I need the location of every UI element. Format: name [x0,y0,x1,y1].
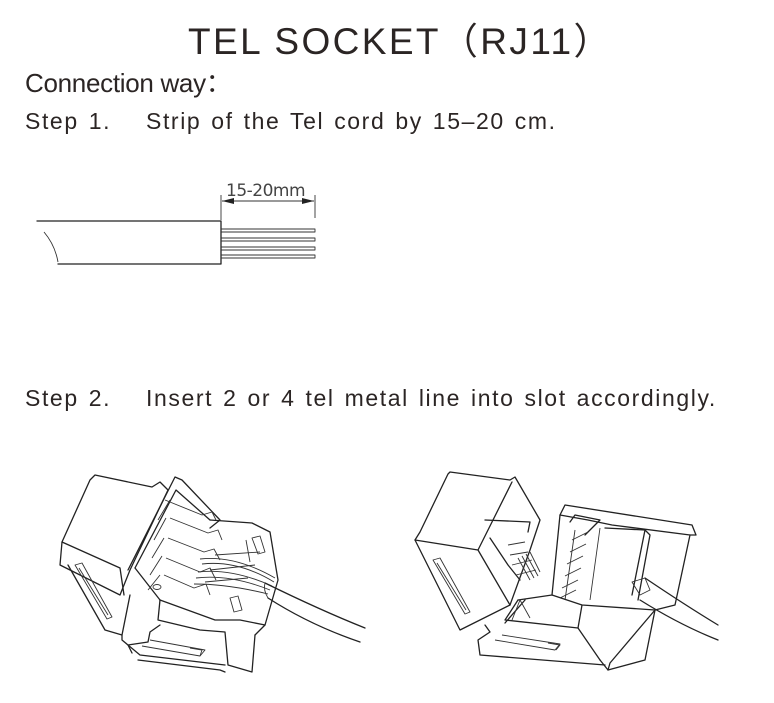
exposed-wires [221,228,316,259]
jack-body [414,471,697,671]
jack-wired-illustration [59,474,366,673]
arrow-left-icon [222,198,234,204]
step-2-text: Insert 2 or 4 tel metal line into slot a… [146,385,717,411]
telephone-cord [263,582,366,643]
jack-closed-illustration [414,471,719,671]
arrow-right-icon [302,198,314,204]
jack-body [59,474,279,673]
step-1-text: Strip of the Tel cord by 15‒20 cm. [146,108,557,134]
telephone-cord [631,577,719,641]
section-heading: Connection way： [25,68,232,98]
page-title: TEL SOCKET（RJ11） [188,21,613,62]
cable-jacket [36,220,222,265]
step-1-number: Step 1. [25,108,112,134]
dimension-label: 15-20mm [226,181,305,201]
step-2-number: Step 2. [25,385,112,411]
step-2: Step 2. Insert 2 or 4 tel metal line into… [25,384,717,412]
step-1: Step 1. Strip of the Tel cord by 15‒20 cm… [25,107,557,135]
inserted-wires [193,557,276,595]
dimension-marker: 15-20mm [220,181,316,220]
